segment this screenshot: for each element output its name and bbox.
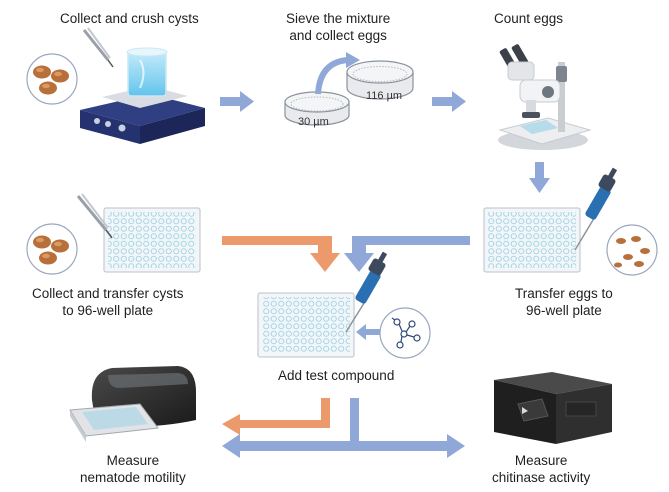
molecule-icon <box>391 317 421 349</box>
plate-96-well-left <box>103 207 201 273</box>
pipette-icon <box>574 167 618 251</box>
sieve-large <box>346 60 414 100</box>
cysts-circle-2 <box>26 223 78 275</box>
pipette-icon-2 <box>345 251 388 333</box>
cyst-icon <box>33 65 51 79</box>
microscope-icon <box>498 44 592 150</box>
arrow-split-blue <box>222 398 465 458</box>
sieve-small <box>284 91 350 126</box>
label-count-eggs: Count eggs <box>494 11 564 26</box>
arrow-cysts-to-compound <box>222 236 340 272</box>
arrow-to-motility <box>222 398 330 435</box>
arrow-crush-to-sieve <box>220 91 254 112</box>
plate-96-well-center <box>257 292 355 358</box>
plate-reader-device <box>494 372 612 444</box>
label-add-compound: Add test compound <box>278 368 395 383</box>
motility-reader-device <box>69 366 196 442</box>
forceps-icon <box>82 27 114 68</box>
plate-96-well-right <box>483 207 581 273</box>
beaker-icon <box>126 47 168 97</box>
label-collect-crush: Collect and crush cysts <box>60 11 199 26</box>
molecule-circle <box>379 307 431 359</box>
label-sieve: Sieve the mixture and collect eggs <box>286 11 391 43</box>
forceps-icon-2 <box>76 193 113 239</box>
eggs-circle <box>606 224 658 276</box>
arrow-eggs-to-compound <box>344 236 470 272</box>
sieve-large-label: 116 µm <box>366 90 402 102</box>
cysts-circle <box>26 53 78 105</box>
label-chitinase: Measure chitinase activity <box>492 453 591 485</box>
label-motility: Measure nematode motility <box>80 453 186 485</box>
sieve-curved-arrow <box>315 57 349 95</box>
sieve-small-label: 30 µm <box>298 116 329 128</box>
label-transfer-eggs: Transfer eggs to 96-well plate <box>515 286 613 318</box>
hotplate-stirrer <box>80 86 205 144</box>
label-collect-transfer: Collect and transfer cysts to 96-well pl… <box>32 286 184 318</box>
arrow-sieve-to-count <box>432 91 466 112</box>
compound-arrow <box>356 324 380 340</box>
arrow-count-to-transfer <box>529 162 550 193</box>
